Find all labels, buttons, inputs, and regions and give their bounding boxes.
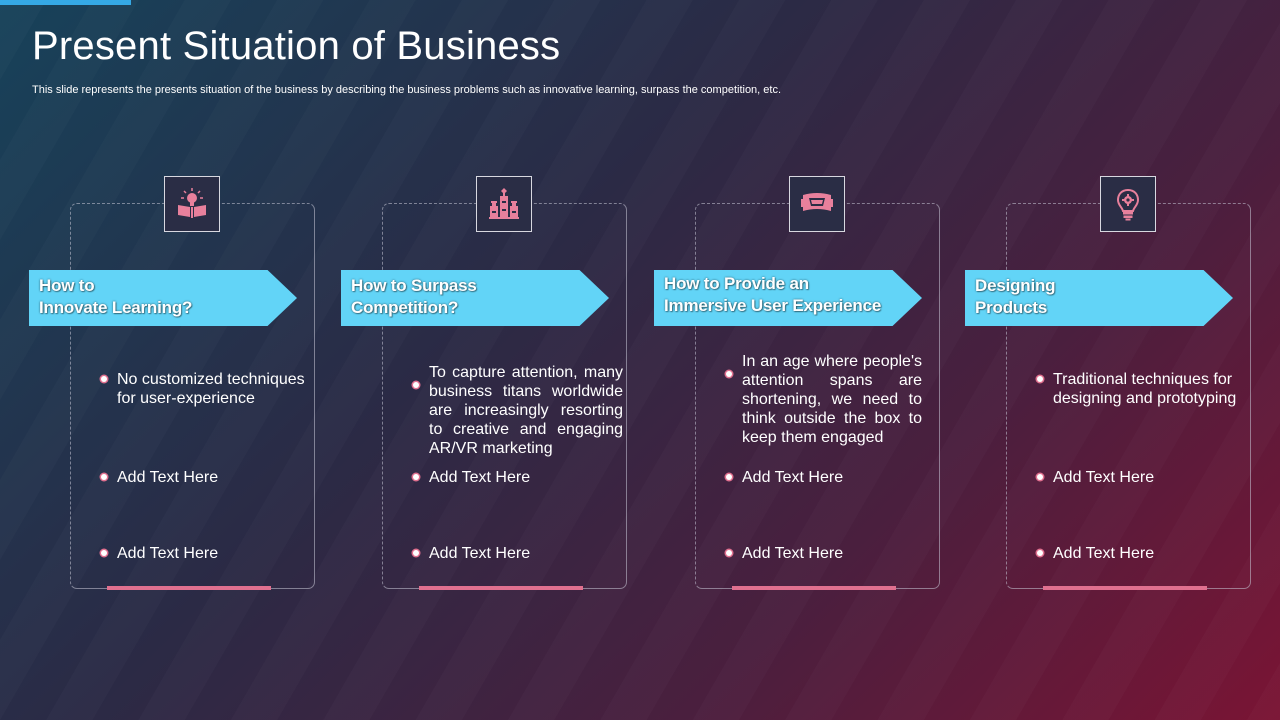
- bullet-text: Add Text Here: [429, 469, 531, 486]
- list-item: In an age where people's attention spans…: [726, 352, 936, 447]
- bullet-text: Add Text Here: [1053, 545, 1155, 562]
- card-immersive-experience: How to Provide an Immersive User Experie…: [654, 176, 940, 590]
- list-item: Traditional techniques for designing and…: [1037, 370, 1247, 408]
- list-item: Add Text Here: [1037, 468, 1247, 487]
- bullet-dot: [101, 376, 107, 382]
- card-bottom-accent: [1043, 586, 1207, 590]
- bullet-dot: [726, 550, 732, 556]
- bullet-text: Add Text Here: [429, 545, 531, 562]
- top-accent-bar: [0, 0, 131, 5]
- bullet-dot: [101, 474, 107, 480]
- list-item: Add Text Here: [726, 544, 936, 563]
- bullet-text: Add Text Here: [742, 545, 844, 562]
- chess-pieces-icon: [476, 176, 532, 232]
- bullet-dot: [1037, 376, 1043, 382]
- bullet-dot: [1037, 550, 1043, 556]
- bullet-dot: [1037, 474, 1043, 480]
- card-innovate-learning: How to Innovate Learning? No customized …: [29, 176, 315, 590]
- bullet-dot: [413, 382, 419, 388]
- card-heading: Designing Products: [975, 276, 1056, 317]
- card-heading: How to Innovate Learning?: [39, 276, 193, 317]
- card-surpass-competition: How to Surpass Competition? To capture a…: [341, 176, 627, 590]
- card-heading: How to Surpass Competition?: [351, 276, 477, 317]
- list-item: No customized techniques for user-experi…: [101, 370, 311, 408]
- card-designing-products: Designing Products Traditional technique…: [965, 176, 1251, 590]
- bullet-dot: [726, 474, 732, 480]
- bullet-text: Add Text Here: [742, 469, 844, 486]
- card-heading-banner: How to Innovate Learning?: [29, 270, 297, 326]
- list-item: Add Text Here: [726, 468, 936, 487]
- lightbulb-gear-icon: [1100, 176, 1156, 232]
- bullet-text: No customized techniques for user-experi…: [117, 371, 305, 407]
- vr-headset-icon: [789, 176, 845, 232]
- list-item: Add Text Here: [101, 544, 311, 563]
- card-bottom-accent: [419, 586, 583, 590]
- bullet-dot: [413, 550, 419, 556]
- list-item: Add Text Here: [413, 468, 623, 487]
- bullet-dot: [726, 371, 732, 377]
- list-item: Add Text Here: [1037, 544, 1247, 563]
- bullet-text: Add Text Here: [117, 469, 219, 486]
- card-bottom-accent: [732, 586, 896, 590]
- book-lightbulb-icon: [164, 176, 220, 232]
- page-title: Present Situation of Business: [32, 24, 561, 68]
- card-heading-banner: How to Provide an Immersive User Experie…: [654, 270, 922, 326]
- bullet-text: Add Text Here: [1053, 469, 1155, 486]
- list-item: To capture attention, many business tita…: [413, 363, 623, 458]
- card-heading: How to Provide an Immersive User Experie…: [664, 274, 882, 315]
- list-item: Add Text Here: [413, 544, 623, 563]
- bullet-text: To capture attention, many business tita…: [429, 364, 623, 457]
- bullet-text: Add Text Here: [117, 545, 219, 562]
- list-item: Add Text Here: [101, 468, 311, 487]
- bullet-dot: [413, 474, 419, 480]
- card-bottom-accent: [107, 586, 271, 590]
- page-subtitle: This slide represents the presents situa…: [32, 84, 782, 96]
- bullet-text: Traditional techniques for designing and…: [1053, 371, 1237, 407]
- bullet-text: In an age where people's attention spans…: [742, 353, 922, 446]
- card-heading-banner: How to Surpass Competition?: [341, 270, 609, 326]
- bullet-dot: [101, 550, 107, 556]
- card-heading-banner: Designing Products: [965, 270, 1233, 326]
